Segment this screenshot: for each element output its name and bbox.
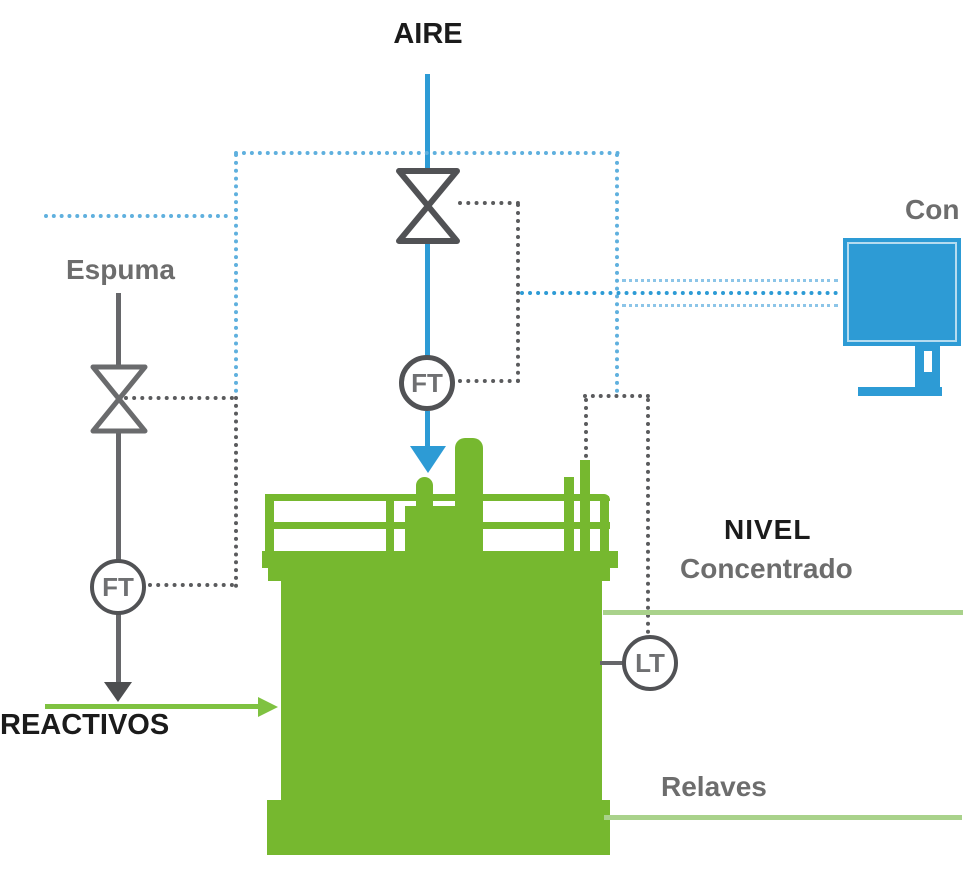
lt-connector-line: [600, 661, 624, 665]
tank-agitator-housing: [405, 506, 461, 558]
label-relaves: Relaves: [661, 771, 767, 802]
signal-dotted-froth-valve: [124, 396, 234, 400]
signal-dotted-left-stub: [44, 214, 228, 218]
label-aire: AIRE: [393, 18, 463, 50]
signal-dotted-level-header: [583, 394, 650, 398]
reagent-arrow-into-tank: [258, 697, 278, 717]
lt-tag: LT: [635, 647, 665, 678]
monitor-stand-slot: [924, 351, 932, 372]
concentrate-stream-line: [603, 610, 963, 615]
signal-dotted-left-riser-gray: [234, 396, 238, 588]
tank-railing-post-left: [265, 494, 274, 554]
tank-deck: [262, 551, 618, 568]
signal-dotted-level-lt-drop: [646, 398, 650, 634]
froth-pipe-upper: [116, 293, 121, 367]
froth-arrow-down: [104, 682, 132, 702]
tank-level-sensor-post: [580, 460, 590, 557]
froth-pipe-lower: [116, 614, 121, 686]
froth-pipe-mid: [116, 430, 121, 560]
air-pipe-mid: [425, 240, 430, 356]
froth-ft-tag: FT: [102, 571, 134, 602]
froth-flow-transmitter: FT: [90, 559, 146, 615]
tank-shoulder: [268, 568, 610, 581]
air-ft-tag: FT: [411, 367, 443, 398]
air-flow-transmitter: FT: [399, 355, 455, 411]
level-transmitter: LT: [622, 635, 678, 691]
tank-base-flange: [267, 800, 610, 855]
tank-agitator-small-post: [416, 477, 433, 517]
signal-dotted-to-computer-bottom: [622, 304, 838, 307]
tank-railing-top-rail: [266, 494, 610, 501]
label-control: Con: [905, 194, 960, 225]
label-nivel: NIVEL: [724, 514, 812, 545]
label-reactivos: REACTIVOS: [0, 709, 170, 741]
signal-dotted-left-riser-blue: [234, 153, 238, 393]
signal-dotted-air-riser: [516, 203, 520, 383]
froth-valve-icon: [90, 364, 148, 434]
signal-dotted-froth-ft: [148, 583, 234, 587]
tank-body: [281, 581, 602, 802]
signal-dotted-air-ft: [458, 379, 520, 383]
tank-railing-post-mid: [386, 498, 394, 554]
label-espuma: Espuma: [66, 254, 175, 285]
tank-railing-post-right: [600, 496, 609, 554]
computer-monitor-icon: [843, 238, 961, 346]
signal-dotted-right-riser: [615, 153, 619, 393]
tank-sensor-post-short: [564, 477, 574, 557]
monitor-stand-base: [858, 387, 942, 396]
signal-dotted-to-computer-top: [622, 279, 838, 282]
label-concentrado: Concentrado: [680, 553, 853, 584]
air-valve-icon: [396, 168, 460, 244]
tailings-stream-line: [604, 815, 962, 820]
air-pipe-lower: [425, 411, 430, 449]
signal-dotted-air-valve: [458, 201, 520, 205]
reagent-stream-line: [45, 704, 260, 709]
signal-dotted-level-sensor-drop: [584, 398, 588, 458]
air-arrow-into-tank: [410, 446, 446, 473]
air-pipe-upper: [425, 74, 430, 172]
signal-dotted-top-bus: [234, 151, 620, 155]
signal-dotted-to-computer-mid: [520, 291, 838, 295]
